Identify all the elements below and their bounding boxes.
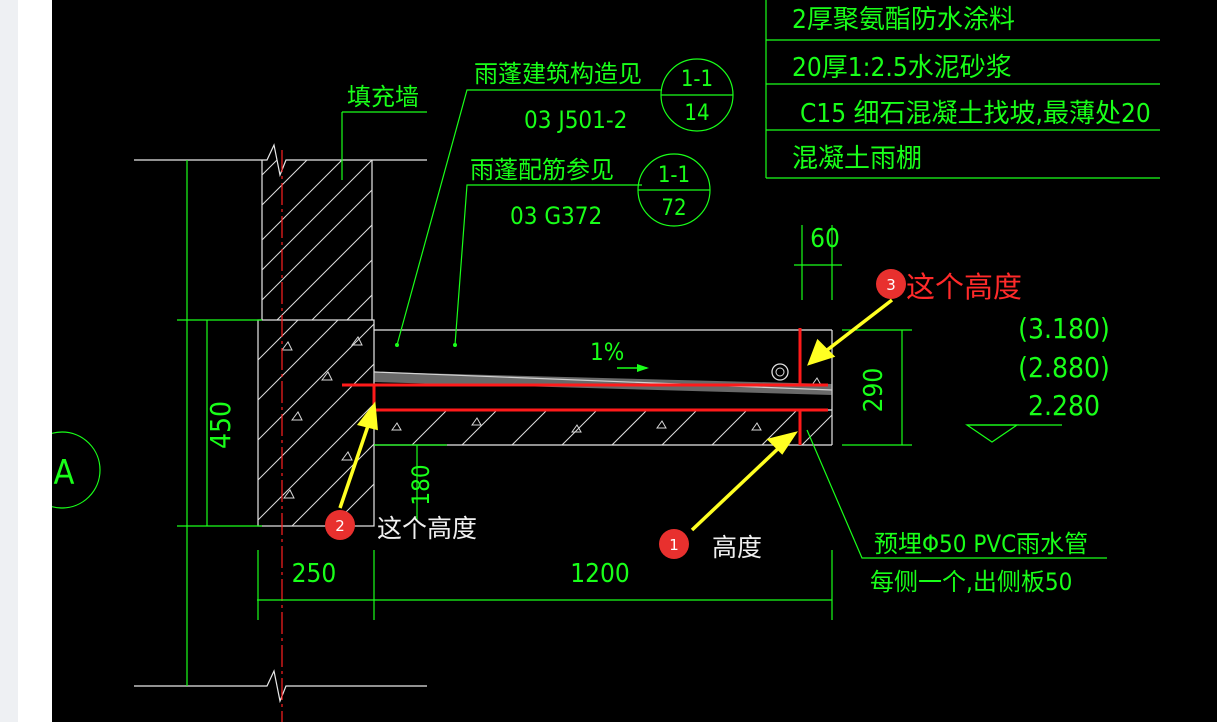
fill-wall bbox=[134, 143, 427, 704]
layer-text-3: C15 细石混凝土找坡,最薄处20 bbox=[800, 99, 1151, 129]
reference-bubble-2: 1-1 72 bbox=[637, 153, 711, 227]
red-markup bbox=[342, 328, 828, 445]
badge-1-number: 1 bbox=[669, 536, 679, 554]
axis-bubble: A bbox=[52, 431, 101, 509]
badge-1 bbox=[659, 529, 689, 559]
badge-3-number: 3 bbox=[886, 276, 896, 294]
arch-ref-label: 雨蓬建筑构造见 bbox=[474, 60, 642, 88]
dim-450: 450 bbox=[204, 401, 237, 449]
leader-lines bbox=[341, 0, 1160, 559]
cad-drawing-canvas[interactable]: 1-1 14 1-1 72 A 2厚聚氨酯防水涂料 20厚1:2.5水泥砂浆 C… bbox=[52, 0, 1217, 722]
dim-1200: 1200 bbox=[570, 559, 630, 589]
dim-250: 250 bbox=[292, 559, 337, 589]
arch-code-label: 03 J501-2 bbox=[524, 106, 627, 134]
pipe-note-2: 每侧一个,出侧板50 bbox=[870, 568, 1072, 596]
dim-180: 180 bbox=[407, 464, 435, 505]
pipe-note-1: 预埋Φ50 PVC雨水管 bbox=[874, 530, 1088, 558]
bubble-1-bottom: 14 bbox=[684, 101, 709, 126]
elevation-2: (2.880) bbox=[1018, 351, 1110, 384]
layer-text-2: 20厚1:2.5水泥砂浆 bbox=[792, 53, 1012, 83]
badge-3 bbox=[876, 269, 906, 299]
badge-2-number: 2 bbox=[335, 517, 345, 535]
bubble-2-bottom: 72 bbox=[661, 196, 686, 221]
annotation-2: 2 这个高度 bbox=[325, 510, 477, 543]
dimensions bbox=[177, 160, 1062, 686]
layer-text-1: 2厚聚氨酯防水涂料 bbox=[792, 5, 1015, 35]
layer-text-4: 混凝土雨棚 bbox=[792, 144, 922, 174]
annotation-1-text: 高度 bbox=[712, 533, 762, 562]
left-panel-strip bbox=[0, 0, 18, 722]
elevation-1: (3.180) bbox=[1018, 312, 1110, 345]
elevation-3: 2.280 bbox=[1028, 389, 1100, 422]
annotation-1: 1 高度 bbox=[659, 529, 762, 562]
annotation-3: 3 这个高度 bbox=[876, 269, 1022, 304]
annotation-3-text: 这个高度 bbox=[906, 270, 1022, 304]
cad-drawing: 1-1 14 1-1 72 A 2厚聚氨酯防水涂料 20厚1:2.5水泥砂浆 C… bbox=[52, 0, 1160, 722]
slope-label: 1% bbox=[590, 338, 624, 366]
reference-bubble-1: 1-1 14 bbox=[660, 58, 734, 132]
dim-290: 290 bbox=[859, 368, 889, 413]
badge-2 bbox=[325, 510, 355, 540]
dim-60: 60 bbox=[810, 224, 840, 254]
rebar-code-label: 03 G372 bbox=[510, 202, 602, 230]
annotation-2-text: 这个高度 bbox=[377, 514, 477, 543]
bubble-2-top: 1-1 bbox=[658, 163, 690, 188]
concrete-beam bbox=[257, 319, 375, 527]
annotation-arrows bbox=[338, 298, 894, 532]
axis-label: A bbox=[54, 453, 75, 493]
bubble-1-top: 1-1 bbox=[681, 67, 713, 92]
cad-texts: 2厚聚氨酯防水涂料 20厚1:2.5水泥砂浆 C15 细石混凝土找坡,最薄处20… bbox=[204, 5, 1151, 596]
rebar-ref-label: 雨蓬配筋参见 bbox=[470, 156, 614, 184]
fill-wall-label: 填充墙 bbox=[347, 83, 419, 111]
